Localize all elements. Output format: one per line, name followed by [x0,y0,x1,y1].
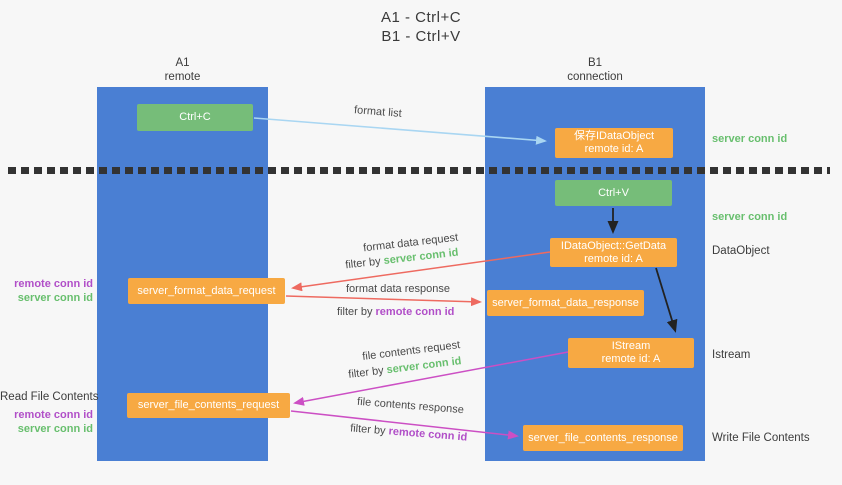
right-server-conn-id-label: server conn id [712,133,788,145]
column-b1-subtitle: connection [567,71,623,83]
column-a1-subtitle: remote [164,71,201,83]
filter-by-text: filter by [349,422,387,438]
idataobject-getdata-line2: remote id: A [584,252,643,265]
save-idataobject-line1: 保存IDataObject [573,130,655,142]
save-idataobject-node: 保存IDataObject remote id: A [555,128,673,158]
format-data-response-label: format data response [346,283,450,295]
istream-line2: remote id: A [601,353,661,365]
dataobject-label: DataObject [712,245,770,257]
copy-paste-divider-line [8,167,830,174]
file-contents-response-label: file contents response [356,395,465,417]
server-file-contents-request-label: server_file_contents_request [137,399,280,411]
ctrl-c-node: Ctrl+C [137,104,253,131]
column-header-a1: A1 remote [97,56,268,84]
remote-conn-id-text: remote conn id [375,306,455,318]
title-line-a1: A1 - Ctrl+C [380,9,462,26]
istream-side-label: Istream [712,349,751,361]
server-file-contents-response-node: server_file_contents_response [523,425,683,451]
read-file-contents-label: Read File Contents [0,391,99,403]
title-line-b1: B1 - Ctrl+V [381,28,461,45]
column-header-b1: B1 connection [485,56,705,84]
left-server-conn-id-label: server conn id [17,292,93,304]
server-format-data-request-label: server_format_data_request [137,284,276,297]
istream-node: IStream remote id: A [568,338,694,368]
diagram-title: A1 - Ctrl+C B1 - Ctrl+V [0,8,842,46]
filter-by-text: filter by [337,306,373,318]
idataobject-getdata-line1: IDataObject::GetData [560,239,667,252]
idataobject-getdata-node: IDataObject::GetData remote id: A [550,238,677,267]
write-file-contents-label: Write File Contents [712,432,810,444]
save-idataobject-line2: remote id: A [584,143,644,155]
left-server-conn-id-label-2: server conn id [17,423,93,435]
format-data-response-filter-label: filter by remote conn id [337,306,454,318]
format-list-label: format list [353,104,403,120]
ctrl-c-label: Ctrl+C [179,111,211,123]
ctrl-v-node: Ctrl+V [555,180,672,206]
server-format-data-response-label: server_format_data_response [492,296,639,309]
format-data-request-filter-label: filter by server conn id [345,247,459,272]
server-format-data-request-node: server_format_data_request [128,278,285,304]
ctrl-v-label: Ctrl+V [598,186,629,199]
column-a1-title: A1 [175,57,190,69]
column-b1-title: B1 [587,57,603,69]
remote-conn-id-text: remote conn id [388,425,468,444]
istream-line1: IStream [611,340,651,352]
format-data-response-arrow [285,295,482,307]
left-remote-conn-id-label-2: remote conn id [14,409,93,421]
left-remote-conn-id-label: remote conn id [14,278,93,290]
server-format-data-response-node: server_format_data_response [487,290,644,316]
filter-by-text: filter by [344,255,382,272]
server-file-contents-response-label: server_file_contents_response [528,431,678,444]
file-contents-response-filter-label: filter by remote conn id [350,422,468,443]
server-file-contents-request-node: server_file_contents_request [127,393,290,418]
right-server-conn-id-label-2: server conn id [712,211,788,223]
filter-by-text: filter by [347,364,385,381]
